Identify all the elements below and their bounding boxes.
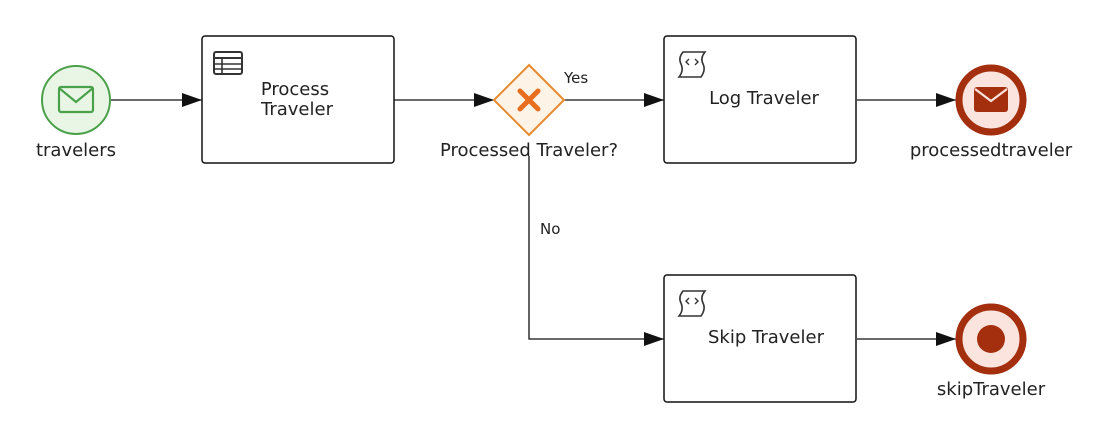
sequence-flows	[111, 93, 956, 346]
script-icon	[677, 51, 707, 78]
start-event-label: travelers	[36, 140, 116, 161]
flow-label-yes: Yes	[563, 69, 588, 87]
end-message-label: processedtraveler	[910, 140, 1073, 161]
start-message-event[interactable]	[41, 65, 111, 135]
skip-task-label: Skip Traveler	[708, 327, 825, 348]
script-icon	[677, 290, 707, 317]
end-message-event[interactable]	[955, 64, 1027, 136]
log-task-label: Log Traveler	[709, 88, 819, 109]
process-task-label-line1: Process	[261, 79, 329, 100]
process-task-label-line2: Traveler	[260, 99, 334, 120]
terminate-icon	[977, 325, 1005, 353]
exclusive-gateway[interactable]	[492, 63, 566, 137]
envelope-icon	[57, 85, 95, 114]
task-process-traveler[interactable]: Process Traveler	[201, 35, 395, 164]
envelope-filled-icon	[974, 87, 1008, 112]
task-log-traveler[interactable]: Log Traveler	[663, 35, 857, 164]
task-skip-traveler[interactable]: Skip Traveler	[663, 274, 857, 403]
end-terminate-label: skipTraveler	[937, 379, 1046, 400]
flow-gateway-no-to-skip[interactable]	[528, 156, 664, 346]
exclusive-gateway-x-icon	[517, 88, 541, 112]
flow-label-no: No	[540, 220, 560, 238]
business-rule-icon	[213, 51, 243, 75]
gateway-label: Processed Traveler?	[440, 140, 618, 161]
end-terminate-event[interactable]	[955, 303, 1027, 375]
